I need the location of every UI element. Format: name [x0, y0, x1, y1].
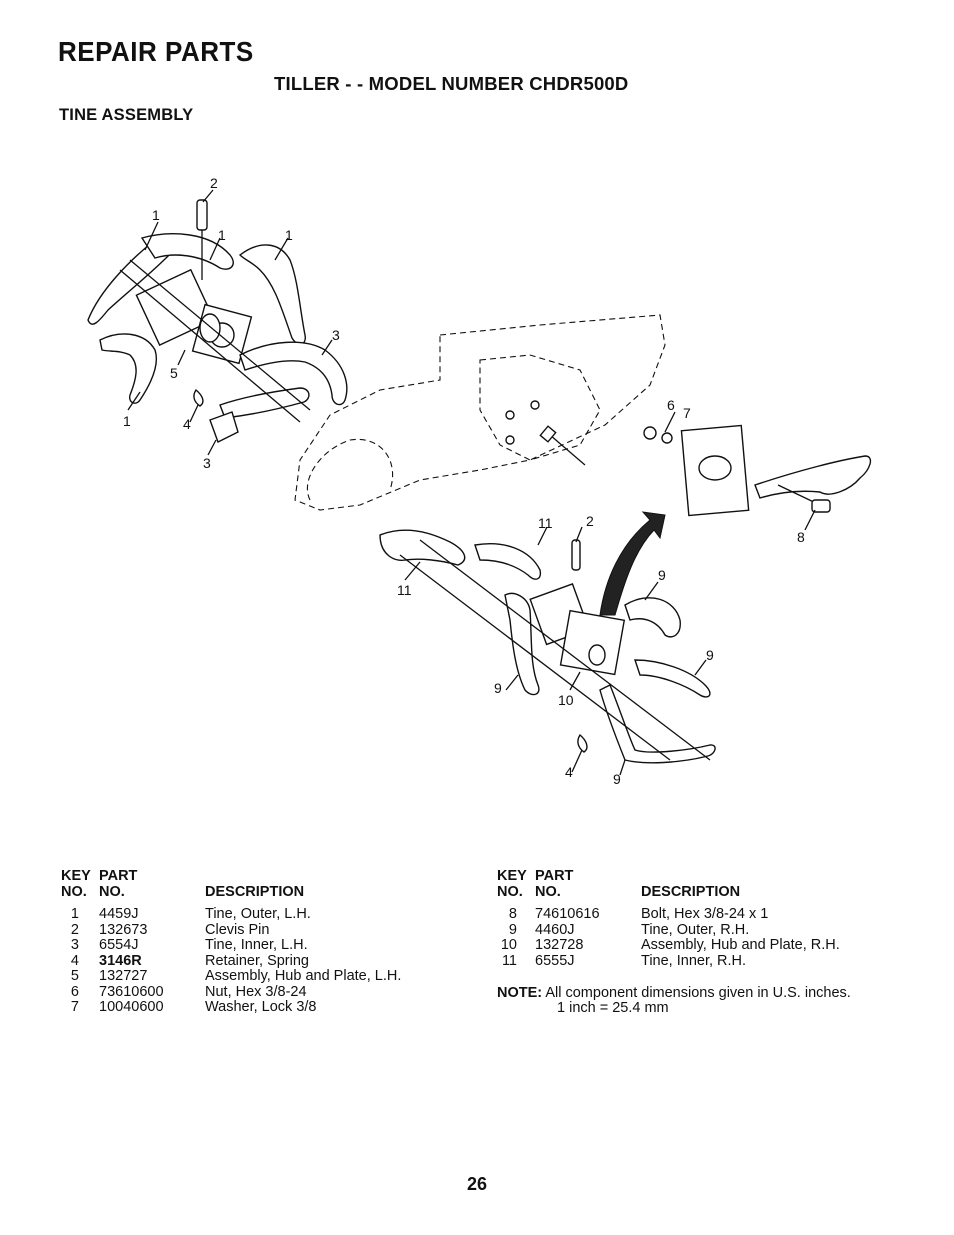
key-number: 3 — [70, 937, 79, 953]
tiller-housing-outline — [294, 314, 666, 511]
note-line-2: 1 inch = 25.4 mm — [557, 1000, 669, 1016]
part-description: Tine, Outer, R.H. — [641, 921, 750, 938]
header-part-no: NO. — [535, 884, 561, 900]
callout-3: 3 — [203, 455, 211, 471]
part-number: 6555J — [535, 952, 575, 969]
part-description: Tine, Inner, L.H. — [205, 937, 308, 953]
callout-9: 9 — [658, 567, 666, 583]
callout-1: 1 — [285, 227, 293, 243]
part-description: Nut, Hex 3/8-24 — [205, 983, 307, 1000]
header-part: PART — [535, 868, 574, 884]
header-key: KEY — [497, 868, 527, 884]
callout-9: 9 — [706, 647, 714, 663]
part-number: 74610616 — [535, 906, 600, 922]
header-description: DESCRIPTION — [205, 884, 305, 900]
key-number: 11 — [501, 952, 517, 969]
callout-11: 11 — [397, 582, 412, 598]
callout-1: 1 — [123, 413, 131, 429]
header-key-no: NO. — [497, 884, 523, 900]
note-label: NOTE: — [497, 985, 543, 1001]
note-line-1: All component dimensions given in U.S. i… — [545, 985, 851, 1001]
callout-9: 9 — [613, 771, 621, 787]
header-key: KEY — [61, 868, 91, 884]
header-part-no: NO. — [99, 884, 125, 900]
page-subtitle: TILLER - - MODEL NUMBER CHDR500D — [274, 73, 629, 94]
callout-8: 8 — [797, 529, 805, 545]
part-number: 132728 — [535, 937, 584, 953]
key-number: 10 — [500, 937, 517, 953]
part-number: 132727 — [99, 968, 148, 984]
note: NOTE: All component dimensions given in … — [497, 985, 851, 1002]
page-number: 26 — [466, 1174, 488, 1194]
callout-9: 9 — [494, 680, 502, 696]
callout-4: 4 — [565, 764, 573, 780]
key-number: 5 — [70, 968, 79, 984]
part-number: 4459J — [99, 906, 139, 922]
page-title: REPAIR PARTS — [58, 36, 254, 68]
left-tine-assembly — [87, 199, 348, 443]
part-description: Assembly, Hub and Plate, L.H. — [205, 968, 402, 984]
part-number: 73610600 — [99, 983, 164, 1000]
key-number: 7 — [70, 999, 79, 1015]
key-number: 8 — [508, 906, 517, 922]
leader-lines — [127, 189, 816, 776]
callout-10: 10 — [558, 692, 574, 708]
callout-6: 6 — [667, 397, 675, 413]
part-number: 6554J — [99, 937, 139, 953]
callout-1: 1 — [218, 227, 226, 243]
tine-assembly-diagram: 2 1 1 1 3 5 1 4 3 6 7 8 11 2 11 9 9 9 10… — [87, 175, 872, 787]
callout-2: 2 — [586, 513, 594, 529]
part-description: Clevis Pin — [205, 921, 270, 938]
header-description: DESCRIPTION — [641, 884, 741, 900]
part-number: 10040600 — [99, 999, 164, 1015]
part-description: Tine, Outer, L.H. — [205, 906, 311, 922]
callout-11: 11 — [538, 515, 553, 531]
key-number: 6 — [70, 983, 79, 1000]
header-part: PART — [99, 868, 138, 884]
key-number: 4 — [70, 952, 79, 969]
section-title: TINE ASSEMBLY — [59, 106, 194, 124]
lower-right-tine-assembly — [379, 511, 716, 764]
part-description: Assembly, Hub and Plate, R.H. — [641, 937, 840, 953]
header-key-no: NO. — [61, 884, 87, 900]
part-number: 3146R — [99, 952, 142, 969]
key-number: 9 — [508, 921, 517, 938]
key-number: 2 — [70, 921, 79, 938]
right-side-parts — [643, 424, 872, 517]
callout-1: 1 — [152, 207, 160, 223]
callout-5: 5 — [170, 365, 178, 381]
part-description: Washer, Lock 3/8 — [205, 999, 317, 1015]
key-number: 1 — [70, 906, 79, 922]
callout-7: 7 — [683, 405, 691, 421]
callout-3: 3 — [332, 327, 340, 343]
callout-4: 4 — [183, 416, 191, 432]
part-number: 4460J — [535, 921, 575, 938]
part-number: 132673 — [99, 921, 148, 938]
part-description: Tine, Inner, R.H. — [641, 952, 747, 969]
part-description: Bolt, Hex 3/8-24 x 1 — [641, 906, 769, 922]
callout-2: 2 — [210, 175, 218, 191]
part-description: Retainer, Spring — [205, 952, 309, 969]
